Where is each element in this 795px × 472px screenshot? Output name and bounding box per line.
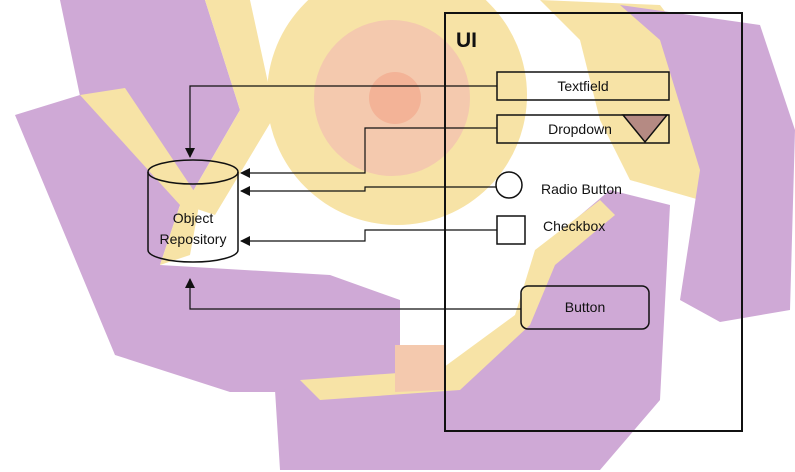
checkbox-label: Checkbox	[543, 218, 605, 234]
ui-frame-title: UI	[456, 29, 477, 52]
repository-label-line1: Object	[173, 210, 214, 226]
radio-circle-icon	[496, 172, 522, 198]
checkbox-square-icon	[497, 216, 525, 244]
radio-button-label: Radio Button	[541, 181, 622, 197]
watermark-band-bottom-patch	[395, 345, 445, 392]
arrow-checkbox-to-repository	[241, 230, 497, 241]
widget-radio-button: Radio Button	[496, 172, 622, 198]
textfield-label: Textfield	[557, 78, 608, 94]
watermark-circle-core	[369, 72, 421, 124]
dropdown-label: Dropdown	[548, 121, 612, 137]
repository-label-line2: Repository	[160, 231, 227, 247]
watermark-background	[15, 0, 795, 470]
button-label: Button	[565, 299, 605, 315]
